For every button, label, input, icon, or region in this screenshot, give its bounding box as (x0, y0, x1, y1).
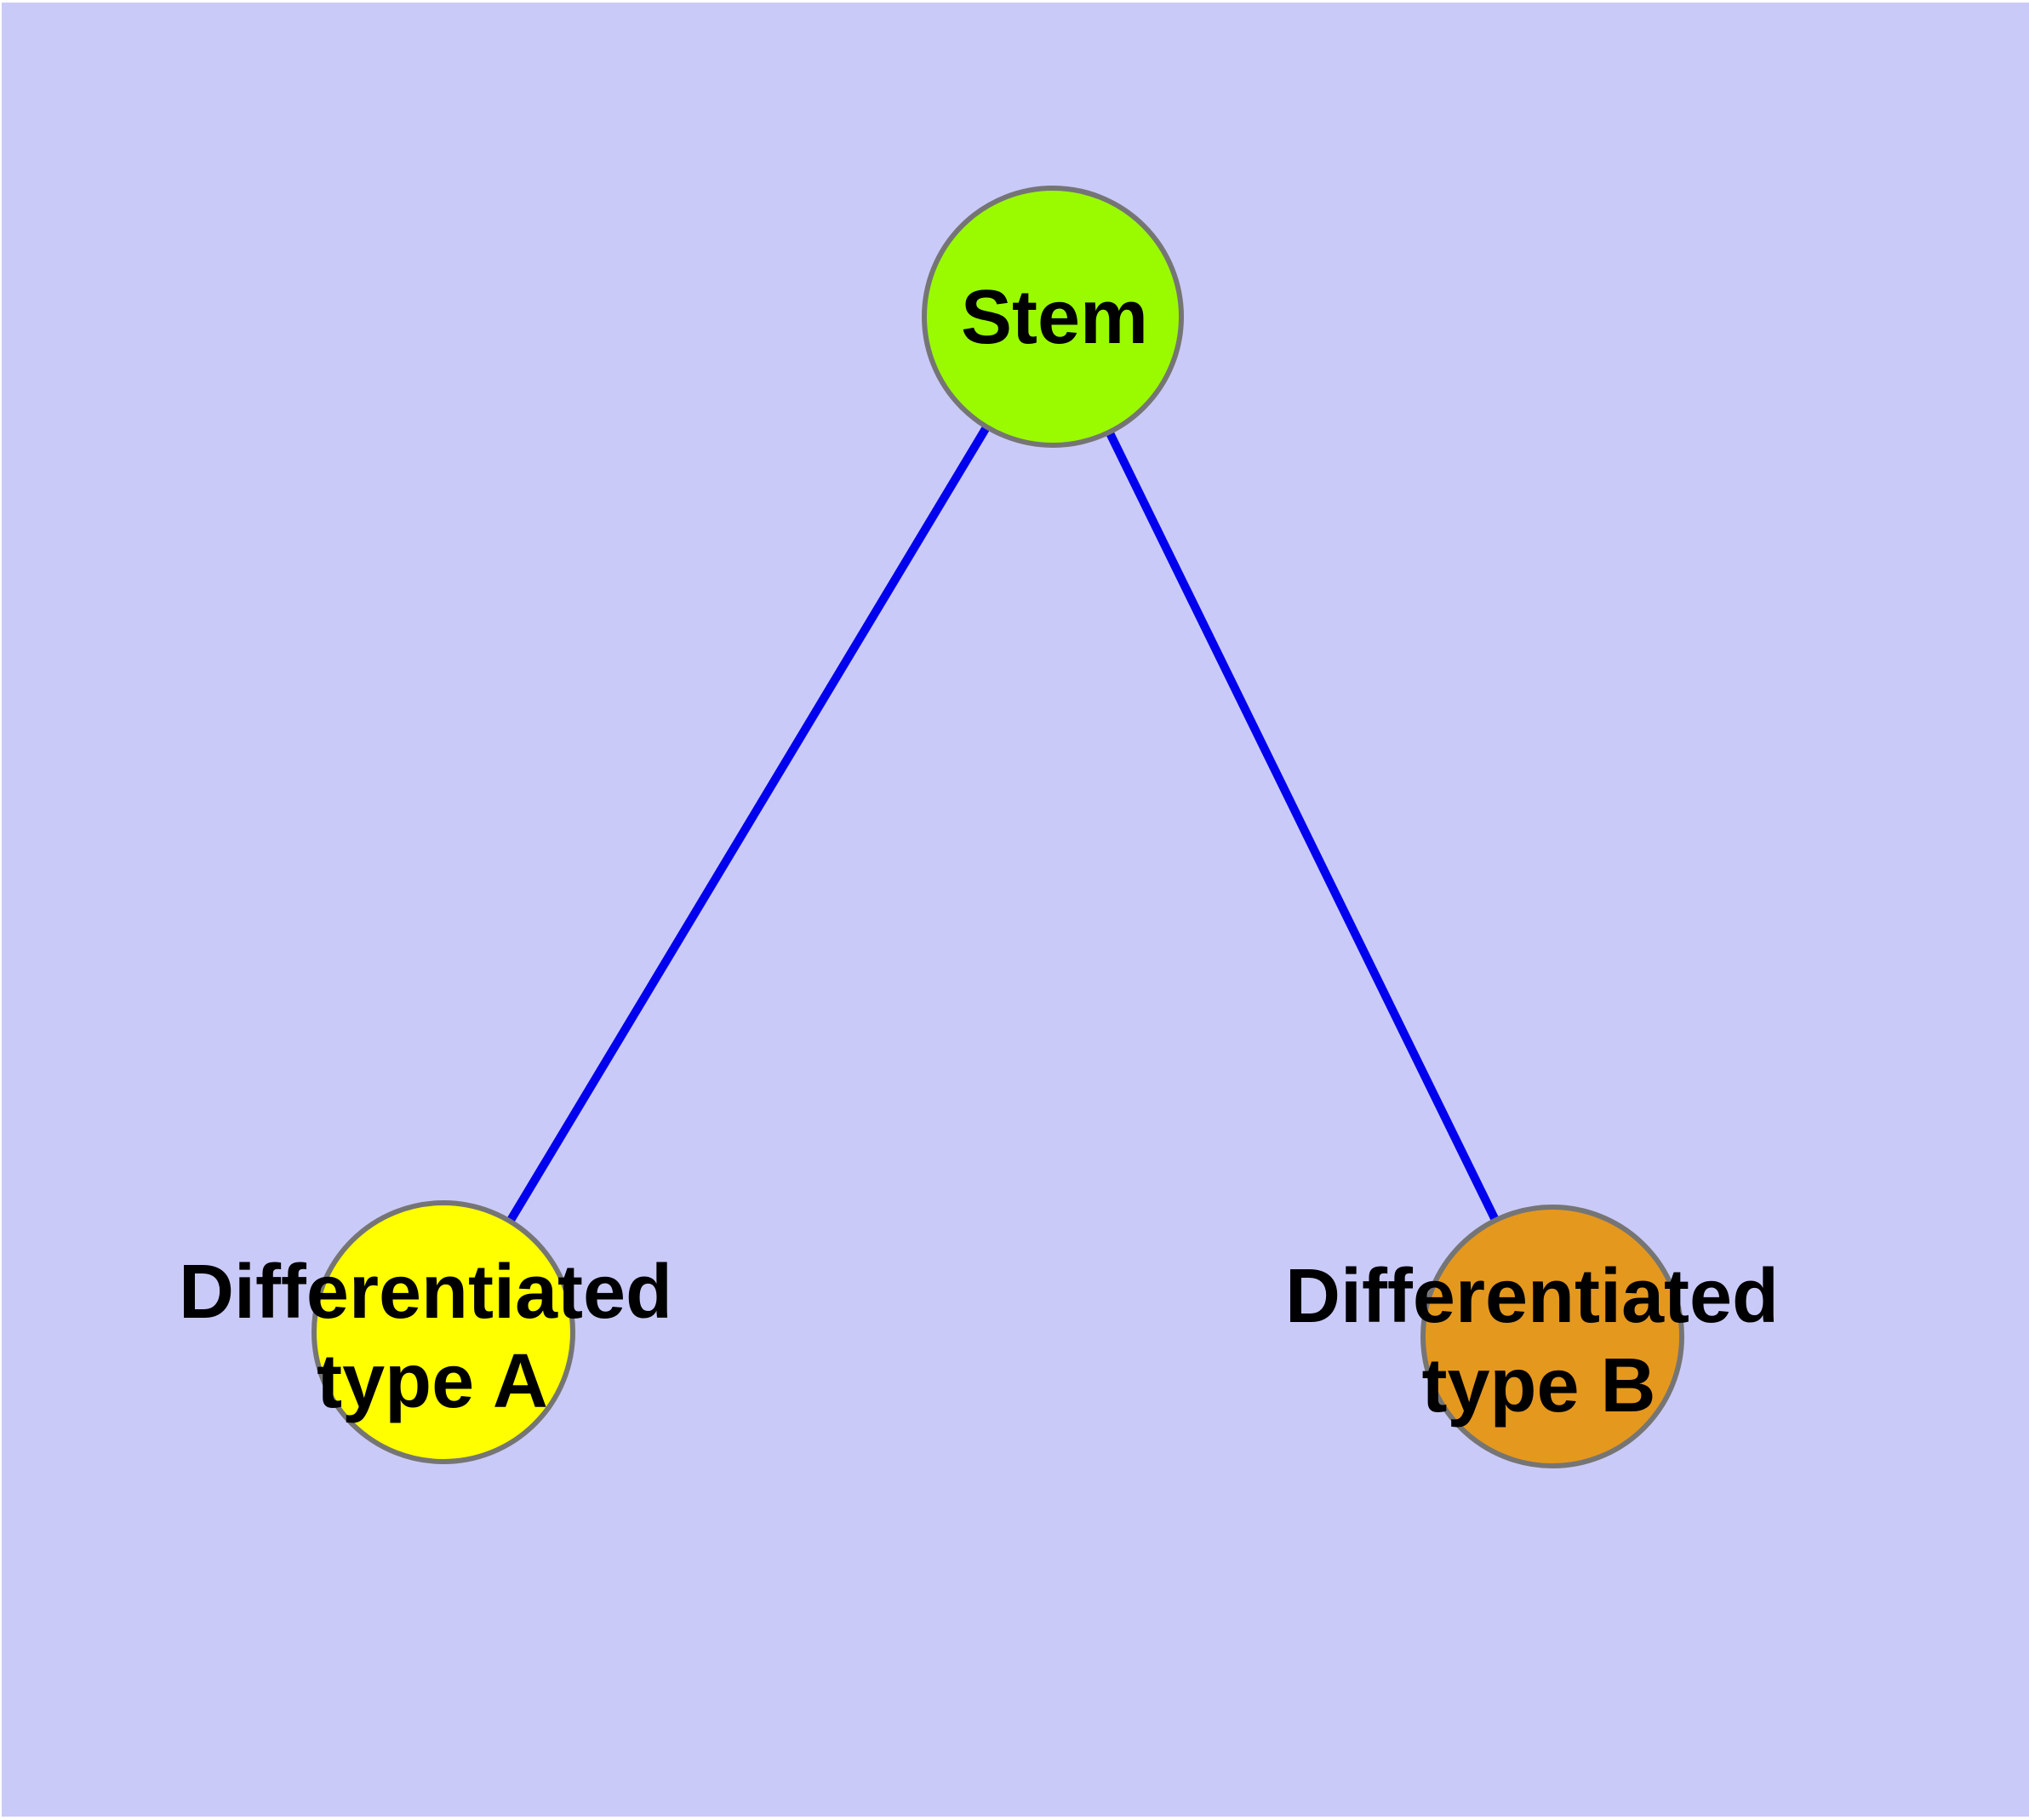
node-label-type-b-line2: type B (1421, 1343, 1655, 1428)
edge-stem-to-type-a (439, 314, 1057, 1335)
node-label-type-b-line1: Differentiated (1285, 1254, 1779, 1339)
node-differentiated-type-a[interactable] (311, 1200, 575, 1464)
node-label-stem: Stem (961, 275, 1148, 360)
node-label-type-a-line1: Differentiated (179, 1250, 672, 1335)
node-label-type-a-line2: type A (317, 1339, 548, 1424)
node-differentiated-type-b[interactable] (1420, 1205, 1684, 1468)
node-stem[interactable] (922, 186, 1184, 448)
edge-stem-to-type-b (1049, 314, 1557, 1339)
